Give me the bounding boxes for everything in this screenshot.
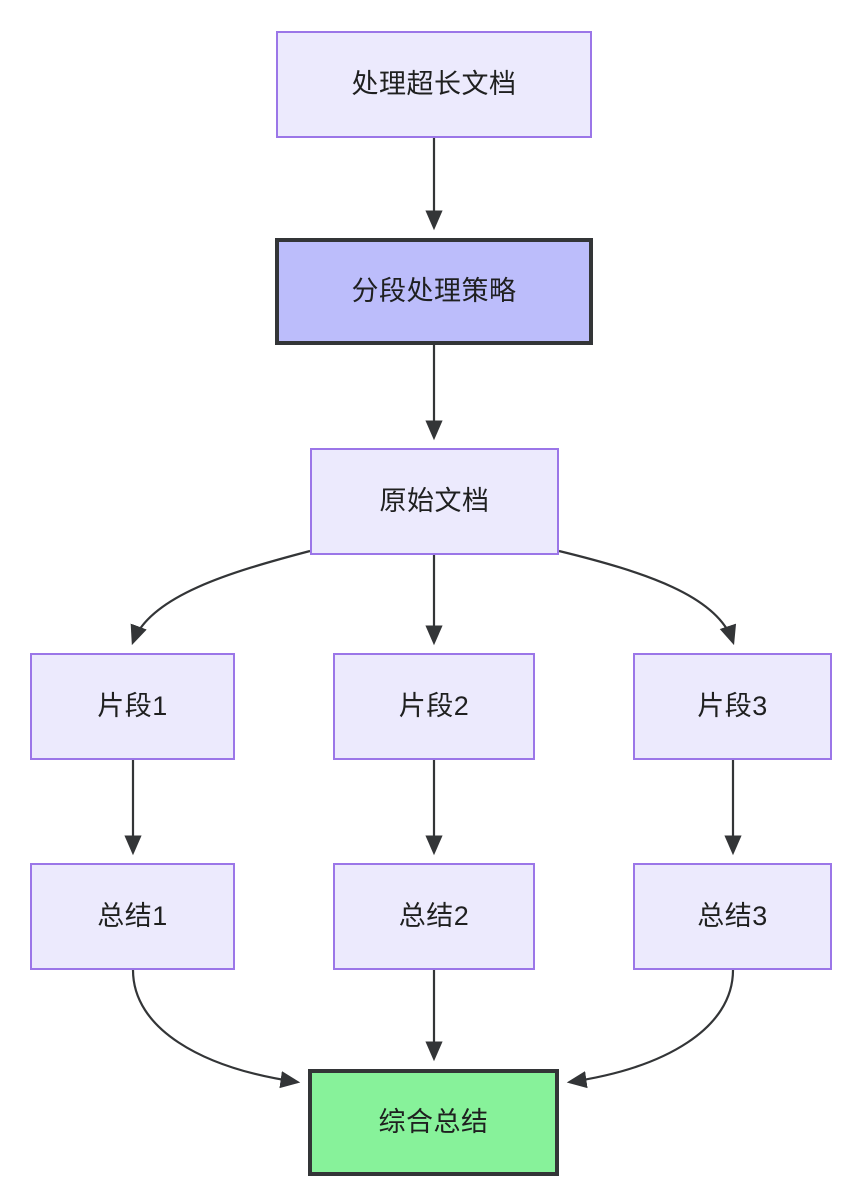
node-label: 总结1 (97, 901, 168, 932)
node-fragment-3[interactable]: 片段3 (633, 653, 832, 760)
node-process-long-document[interactable]: 处理超长文档 (276, 31, 592, 138)
node-fragment-1[interactable]: 片段1 (30, 653, 235, 760)
node-label: 分段处理策略 (351, 276, 517, 307)
node-original-document[interactable]: 原始文档 (310, 448, 559, 555)
node-summary-2[interactable]: 总结2 (333, 863, 535, 970)
node-summary-3[interactable]: 总结3 (633, 863, 832, 970)
edge-original-to-fragment-3 (558, 549, 737, 646)
node-label: 总结3 (697, 901, 768, 932)
node-label: 处理超长文档 (351, 69, 517, 100)
edge-summary-3-to-final (566, 969, 735, 1089)
node-label: 片段2 (398, 691, 470, 722)
edge-summary-1-to-final (131, 969, 301, 1089)
node-label: 片段3 (697, 691, 768, 722)
node-label: 综合总结 (378, 1107, 489, 1138)
node-chunking-strategy[interactable]: 分段处理策略 (275, 238, 593, 345)
node-label: 原始文档 (379, 486, 490, 517)
node-summary-1[interactable]: 总结1 (30, 863, 235, 970)
node-final-summary[interactable]: 综合总结 (308, 1069, 559, 1176)
edge-original-to-fragment-1 (130, 549, 311, 646)
node-label: 片段1 (97, 691, 168, 722)
node-label: 总结2 (398, 901, 470, 932)
node-fragment-2[interactable]: 片段2 (333, 653, 535, 760)
